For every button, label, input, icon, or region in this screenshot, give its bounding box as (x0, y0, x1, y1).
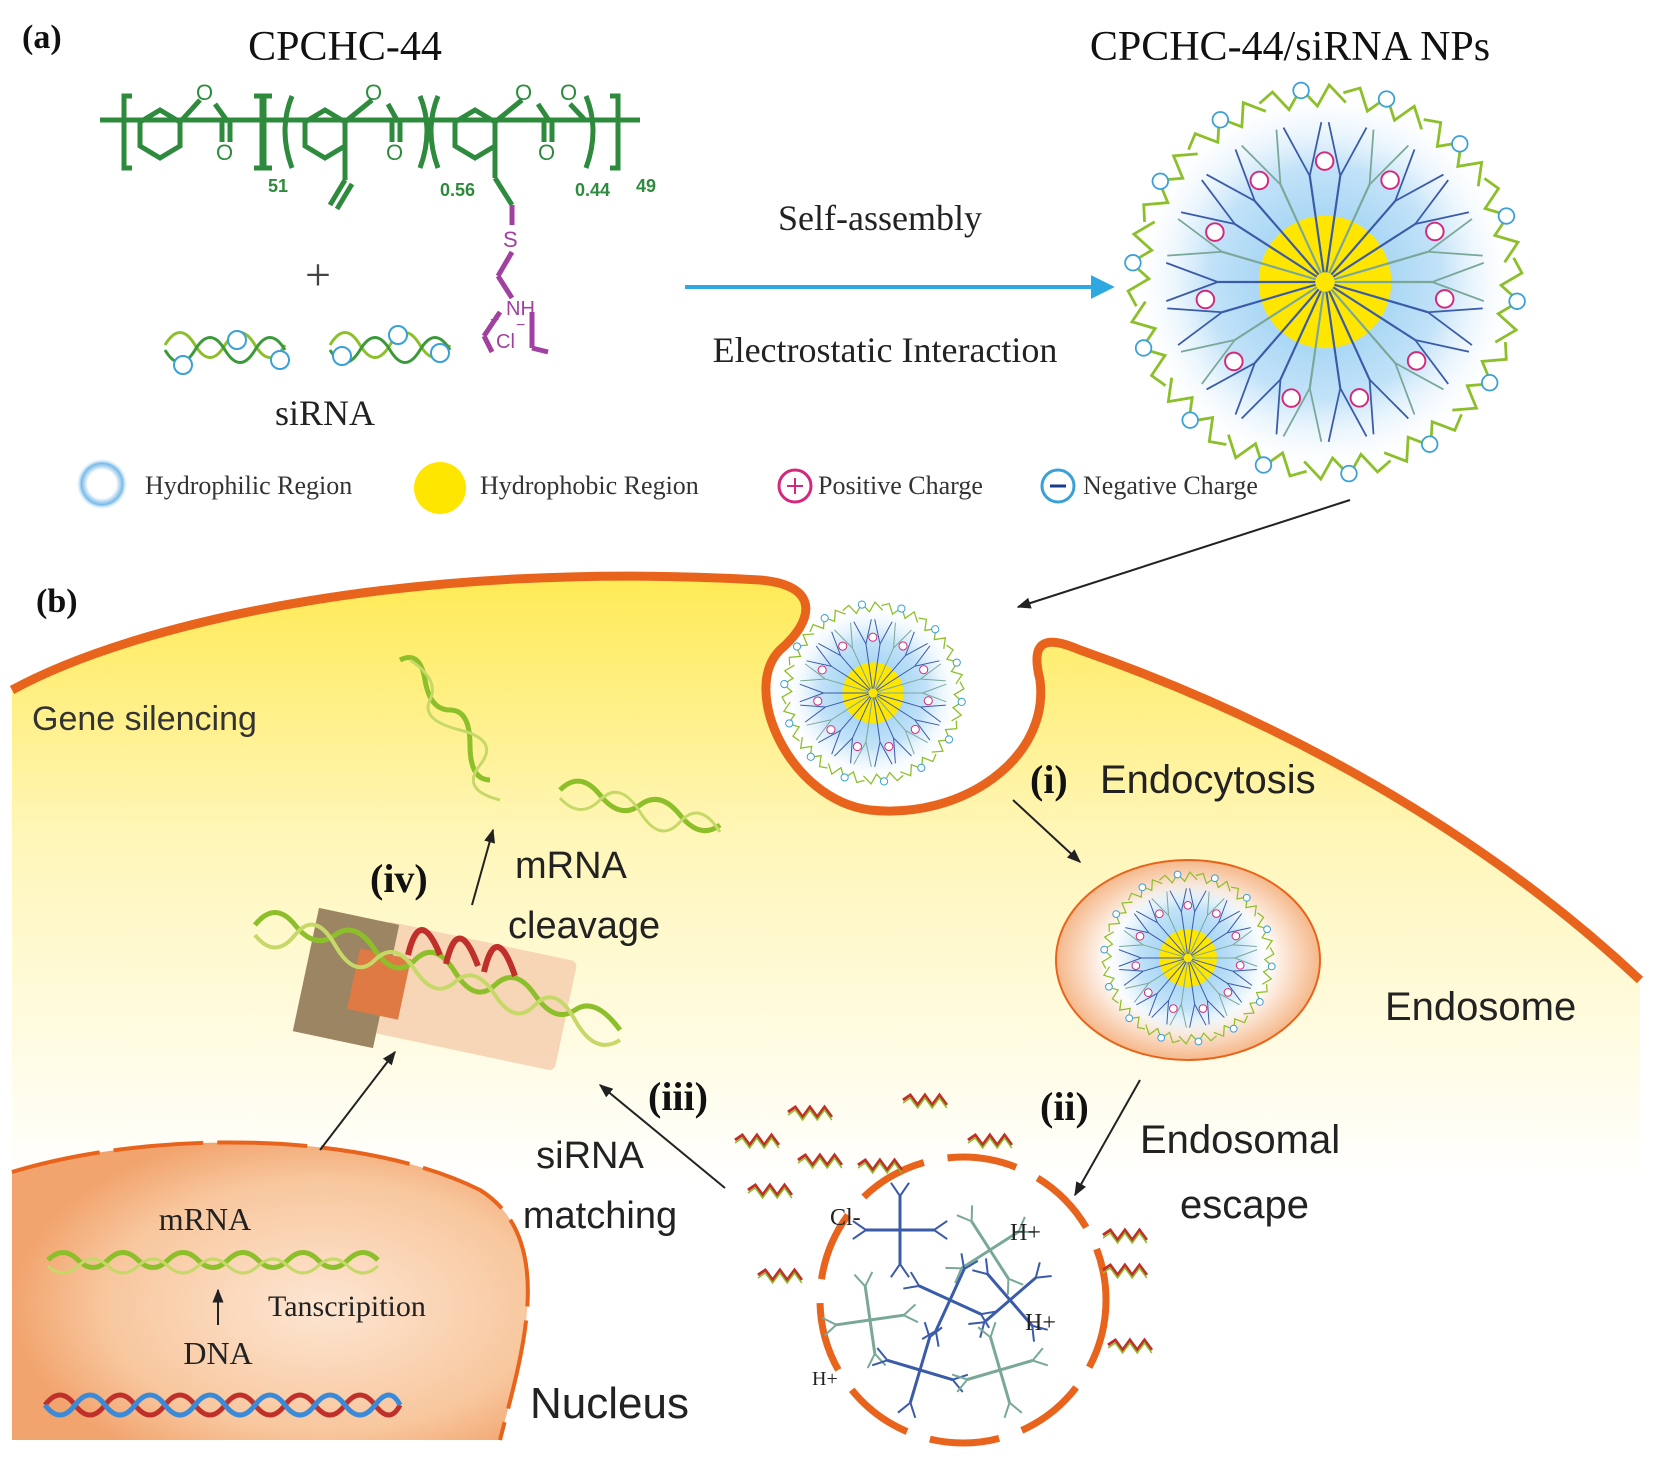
plus-sign: + (305, 249, 331, 300)
gene-silencing-label: Gene silencing (32, 700, 257, 738)
svg-text:O: O (515, 80, 532, 105)
risc-complex (253, 907, 623, 1071)
ammonium-nh: NH (506, 298, 535, 320)
dna-double-helix (43, 1392, 403, 1418)
dna-label: DNA (183, 1335, 252, 1371)
svg-text:O: O (196, 80, 213, 105)
nanoparticle-in-endosome (1100, 870, 1276, 1046)
sirna-duplexes (163, 331, 452, 364)
amine-side-chain (481, 205, 549, 355)
chloride-label: Cl (496, 331, 515, 353)
escape-label: escape (1180, 1183, 1309, 1227)
nucleus-label: Nucleus (530, 1379, 689, 1428)
sirna-matching-word2: matching (523, 1195, 677, 1237)
svg-text:O: O (386, 140, 403, 165)
svg-text:O: O (365, 80, 382, 105)
mrna-cleavage-word2: cleavage (508, 905, 660, 947)
subscript-vinyl: 0.56 (440, 180, 475, 200)
nucleus (12, 1142, 528, 1440)
step-ii-label: (ii) (1040, 1084, 1089, 1129)
subscript-block1: 51 (268, 176, 288, 196)
chloride-minus: − (516, 317, 525, 334)
self-assembly-label: Self-assembly (778, 198, 982, 238)
legend: Hydrophilic Region Hydrophobic Region Po… (76, 458, 1258, 514)
sirna-matching-word1: siRNA (536, 1135, 644, 1177)
legend-hydrophobic: Hydrophobic Region (480, 471, 699, 500)
export-arrow (319, 1050, 396, 1151)
nanoparticle-large (1124, 81, 1526, 483)
ammonium-plus: + (490, 312, 499, 329)
hydrophilic-region-icon (76, 458, 128, 510)
ruptured-endosome (816, 1153, 1110, 1447)
sirna-negative-charges (173, 325, 450, 375)
sulfur-atom: S (503, 227, 518, 252)
step-iii-label: (iii) (648, 1074, 708, 1119)
hydrophobic-region-icon (414, 462, 466, 514)
endosome-np-core (1159, 929, 1217, 987)
endocytosis-label: Endocytosis (1100, 758, 1316, 802)
proton-2: H+ (1025, 1310, 1056, 1336)
endosomal-label: Endosomal (1140, 1118, 1340, 1162)
svg-text:O: O (216, 140, 233, 165)
proton-3: H+ (812, 1368, 838, 1390)
nanoparticle-name: CPCHC-44/siRNA NPs (1090, 24, 1490, 70)
endocytosis-arrow (1012, 799, 1082, 863)
matching-arrow (598, 1084, 726, 1189)
panel-b-label: (b) (36, 583, 78, 620)
nucleus-mrna-label: mRNA (159, 1201, 251, 1237)
cleavage-arrow (471, 828, 495, 906)
legend-positive: Positive Charge (818, 471, 983, 500)
mrna-cleavage-word1: mRNA (515, 845, 628, 887)
chloride-ion: Cl- (830, 1205, 861, 1231)
electrostatic-label: Electrostatic Interaction (713, 330, 1058, 370)
polymer-name: CPCHC-44 (248, 24, 442, 70)
proton-1: H+ (1010, 1220, 1041, 1246)
endocytosed-np-core (842, 662, 904, 724)
nanoparticle-endocytosed (780, 600, 966, 786)
subscript-block2: 49 (636, 176, 656, 196)
sirna-label: siRNA (275, 393, 375, 433)
transcription-label: Tanscripition (268, 1290, 426, 1323)
cleaved-mrna-fragments (398, 655, 722, 834)
escape-arrow (1074, 1079, 1141, 1197)
endosome-label: Endosome (1385, 985, 1576, 1029)
polymer-structure: O O O O O O O (100, 80, 640, 211)
large-np-core (1258, 215, 1392, 349)
released-sirna (734, 1092, 1154, 1355)
legend-negative: Negative Charge (1083, 471, 1258, 500)
step-iv-label: (iv) (370, 856, 428, 901)
released-polymer-branches (821, 1182, 1052, 1419)
cell-membrane (9, 571, 1644, 984)
svg-text:O: O (538, 140, 555, 165)
nuclear-envelope (11, 1140, 530, 1441)
subscript-amine: 0.44 (575, 180, 610, 200)
panel-a-label: (a) (22, 19, 62, 56)
step-i-label: (i) (1030, 757, 1068, 802)
np-to-cell-arrow (1016, 499, 1351, 609)
legend-hydrophilic: Hydrophilic Region (145, 471, 352, 500)
svg-text:O: O (560, 80, 577, 105)
